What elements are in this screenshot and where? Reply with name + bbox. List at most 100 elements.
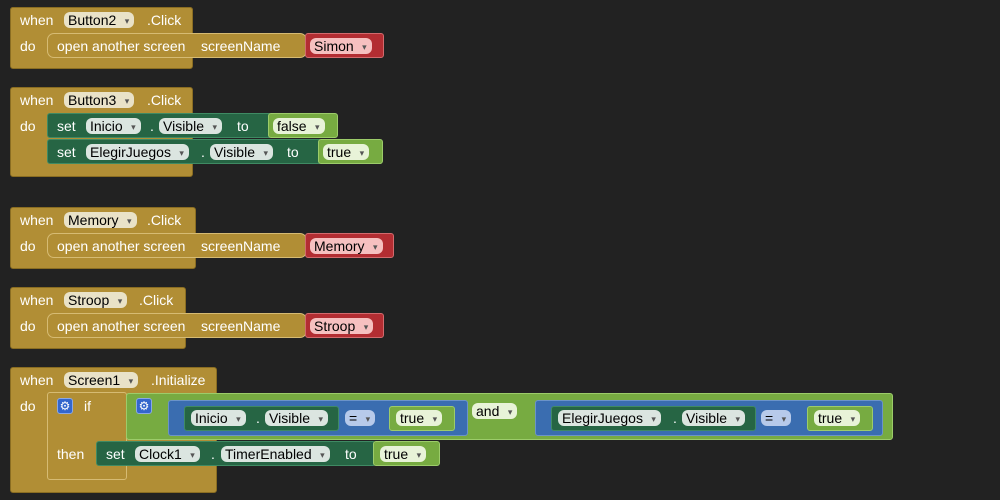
when-label: when [20,212,54,228]
to-label: to [287,144,299,160]
property-dropdown[interactable]: Visible ▾ [265,410,328,426]
do-label: do [20,318,36,334]
property-name: TimerEnabled [225,446,312,462]
dropdown-arrow-icon: ▾ [127,216,132,226]
property-dropdown[interactable]: Visible ▾ [210,144,273,160]
screen-value: Simon [314,38,354,54]
component-name: Inicio [90,118,123,134]
event-label: .Click [147,212,182,228]
dropdown-arrow-icon: ▾ [359,148,365,158]
operator-dropdown[interactable]: =▾ [761,410,792,426]
component-dropdown[interactable]: ElegirJuegos ▾ [86,144,189,160]
boolean-dropdown[interactable]: true▾ [814,410,861,426]
component-name: Clock1 [139,446,182,462]
dropdown-arrow-icon: ▾ [117,296,123,306]
dropdown-arrow-icon: ▾ [651,414,656,424]
when-label: when [20,92,54,108]
dropdown-arrow-icon: ▾ [236,414,241,424]
dropdown-arrow-icon: ▾ [432,414,438,424]
do-label: do [20,38,36,54]
screen-value: Stroop [314,318,356,334]
open-another-screen-block[interactable] [47,313,307,338]
event-label: .Click [147,12,182,28]
boolean-dropdown[interactable]: false ▾ [273,118,325,134]
dropdown-arrow-icon: ▾ [124,16,130,26]
dropdown-arrow-icon: ▾ [373,242,378,252]
dot-separator: . [673,410,677,426]
component-dropdown[interactable]: Button3 ▾ [64,92,135,108]
when-label: when [20,292,54,308]
screen-dropdown[interactable]: Simon ▾ [310,38,372,54]
component-dropdown[interactable]: Inicio▾ [86,118,141,134]
component-dropdown[interactable]: Clock1▾ [135,446,200,462]
component-name: Button3 [68,92,117,108]
boolean-dropdown[interactable]: true▾ [323,144,370,160]
dropdown-arrow-icon: ▾ [362,42,367,52]
component-name: Stroop [68,292,110,308]
component-dropdown[interactable]: Button2 ▾ [64,12,135,28]
screen-dropdown[interactable]: Stroop ▾ [310,318,374,334]
dot-separator: . [256,410,260,426]
param-label: screenName [201,238,281,254]
component-dropdown[interactable]: ElegirJuegos ▾ [558,410,661,426]
property-dropdown[interactable]: Visible▾ [159,118,222,134]
component-name: Screen1 [68,372,121,388]
operator-dropdown[interactable]: =▾ [345,410,376,426]
component-name: ElegirJuegos [562,410,643,426]
dropdown-arrow-icon: ▾ [363,322,369,332]
and-operator: and [476,403,500,419]
set-label: set [106,446,125,462]
open-another-screen-block[interactable] [47,233,307,258]
to-label: to [345,446,357,462]
set-label: set [57,118,76,134]
boolean-value: false [277,118,307,134]
dropdown-arrow-icon: ▾ [318,414,323,424]
component-name: ElegirJuegos [90,144,171,160]
if-label: if [84,398,91,414]
do-label: do [20,118,36,134]
property-name: Visible [269,410,310,426]
component-dropdown[interactable]: Memory ▾ [64,212,137,228]
dropdown-arrow-icon: ▾ [416,450,422,460]
do-label: do [20,238,36,254]
dropdown-arrow-icon: ▾ [128,376,134,386]
dropdown-arrow-icon: ▾ [850,414,856,424]
component-name: Button2 [68,12,117,28]
property-dropdown[interactable]: TimerEnabled▾ [221,446,330,462]
then-label: then [57,446,85,462]
action-label: open another screen [57,38,186,54]
set-label: set [57,144,76,160]
screen-dropdown[interactable]: Memory ▾ [310,238,383,254]
boolean-dropdown[interactable]: true▾ [380,446,427,462]
open-another-screen-block[interactable] [47,33,307,58]
property-name: Visible [163,118,204,134]
dropdown-arrow-icon: ▾ [315,122,320,132]
boolean-value: true [400,410,425,426]
operator-value: = [349,410,358,426]
property-name: Visible [214,144,255,160]
dropdown-arrow-icon: ▾ [507,407,513,417]
event-label: .Click [139,292,174,308]
component-name: Memory [68,212,119,228]
when-label: when [20,372,54,388]
event-label: .Initialize [151,372,206,388]
property-dropdown[interactable]: Visible▾ [682,410,745,426]
dropdown-arrow-icon: ▾ [124,96,130,106]
when-label: when [20,12,54,28]
dot-separator: . [150,118,154,134]
screen-value: Memory [314,238,365,254]
dropdown-arrow-icon: ▾ [781,414,787,424]
component-dropdown[interactable]: Stroop ▾ [64,292,128,308]
component-dropdown[interactable]: Screen1 ▾ [64,372,139,388]
dropdown-arrow-icon: ▾ [365,414,371,424]
gear-icon[interactable]: ⚙ [136,398,152,414]
to-label: to [237,118,249,134]
event-label: .Click [147,92,182,108]
boolean-dropdown[interactable]: true ▾ [396,410,443,426]
dropdown-arrow-icon: ▾ [263,148,268,158]
gear-icon[interactable]: ⚙ [57,398,73,414]
and-dropdown[interactable]: and ▾ [472,403,518,419]
component-dropdown[interactable]: Inicio▾ [191,410,246,426]
dropdown-arrow-icon: ▾ [179,148,184,158]
dropdown-arrow-icon: ▾ [735,414,740,424]
